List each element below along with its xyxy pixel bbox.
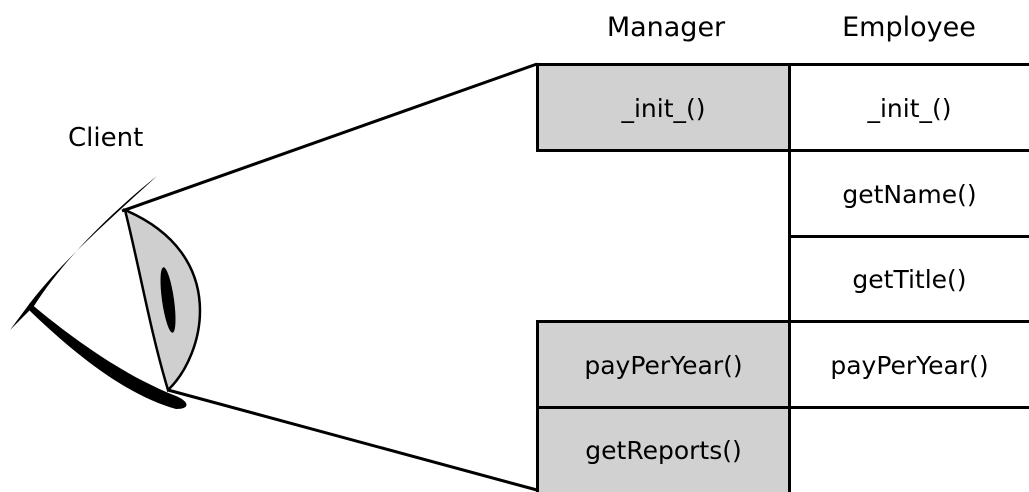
column-divider xyxy=(788,63,791,492)
table-top-border xyxy=(537,63,1029,66)
row-divider-4 xyxy=(537,406,1029,409)
manager-column-header: Manager xyxy=(606,12,726,43)
employee-init-cell: _init_() xyxy=(867,93,952,123)
employee-get-name-cell: getName() xyxy=(842,179,977,209)
eye-pupil xyxy=(160,267,176,333)
eye-lower-lid xyxy=(27,303,187,409)
manager-pay-per-year-cell: payPerYear() xyxy=(537,322,790,408)
row-divider-2 xyxy=(790,235,1029,238)
manager-left-border-top xyxy=(536,63,539,152)
sight-line-top xyxy=(121,62,538,213)
employee-pay-per-year-cell: payPerYear() xyxy=(830,350,989,380)
manager-init-cell: _init_() xyxy=(537,65,790,151)
row-divider-1 xyxy=(537,149,1029,152)
employee-get-title-cell: getTitle() xyxy=(852,265,967,294)
eye-upper-lid xyxy=(10,176,157,330)
employee-column-header: Employee xyxy=(842,12,976,43)
manager-get-reports-cell: getReports() xyxy=(537,408,790,492)
client-label: Client xyxy=(68,123,144,153)
row-divider-3 xyxy=(537,320,1029,323)
sight-line-bottom xyxy=(167,388,538,492)
manager-left-border-bottom xyxy=(536,320,539,492)
